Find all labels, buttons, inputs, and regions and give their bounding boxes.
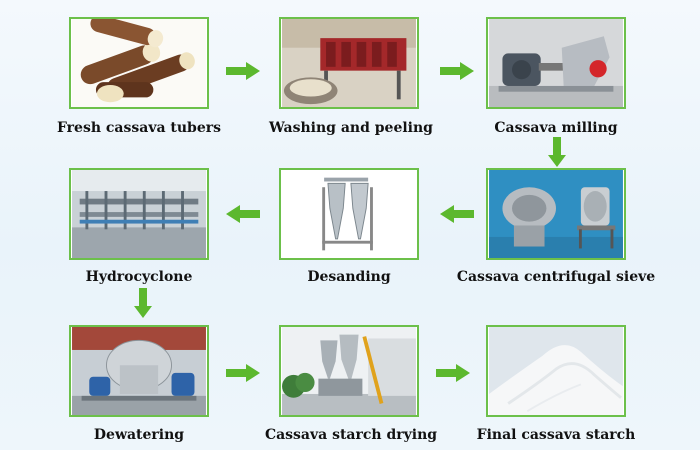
cassava-tubers-image: [72, 19, 206, 107]
photo-fresh-cassava-tubers: [69, 17, 209, 109]
dewatering-machine-image: [72, 327, 206, 415]
photo-dewatering: [69, 325, 209, 417]
arrow-icon: [226, 364, 260, 382]
photo-cassava-centrifugal-sieve: [486, 168, 626, 260]
step-label-hydrocyclone: Hydrocyclone: [85, 269, 193, 285]
starch-dryer-image: [282, 327, 416, 415]
desanding-cyclone-image: [282, 170, 416, 258]
centrifugal-sieve-image: [489, 170, 623, 258]
photo-cassava-milling: [486, 17, 626, 109]
photo-cassava-starch-drying: [279, 325, 419, 417]
step-label-cassava-milling: Cassava milling: [494, 120, 618, 136]
step-label-washing-and-peeling: Washing and peeling: [269, 120, 433, 136]
photo-hydrocyclone: [69, 168, 209, 260]
arrow-icon: [440, 205, 474, 223]
arrow-icon: [226, 205, 260, 223]
arrow-icon: [226, 62, 260, 80]
step-label-final-cassava-starch: Final cassava starch: [476, 427, 636, 443]
step-label-fresh-cassava-tubers: Fresh cassava tubers: [56, 120, 222, 136]
photo-desanding: [279, 168, 419, 260]
photo-final-cassava-starch: [486, 325, 626, 417]
step-label-cassava-starch-drying: Cassava starch drying: [264, 427, 438, 443]
step-label-desanding: Desanding: [307, 269, 391, 285]
step-label-dewatering: Dewatering: [93, 427, 185, 443]
arrow-icon: [436, 364, 470, 382]
arrow-icon: [134, 288, 152, 318]
arrow-icon: [548, 137, 566, 167]
photo-washing-and-peeling: [279, 17, 419, 109]
starch-powder-image: [489, 327, 623, 415]
milling-machine-image: [489, 19, 623, 107]
step-label-cassava-centrifugal-sieve: Cassava centrifugal sieve: [456, 269, 656, 285]
hydrocyclone-image: [72, 170, 206, 258]
washing-machine-image: [282, 19, 416, 107]
arrow-icon: [440, 62, 474, 80]
